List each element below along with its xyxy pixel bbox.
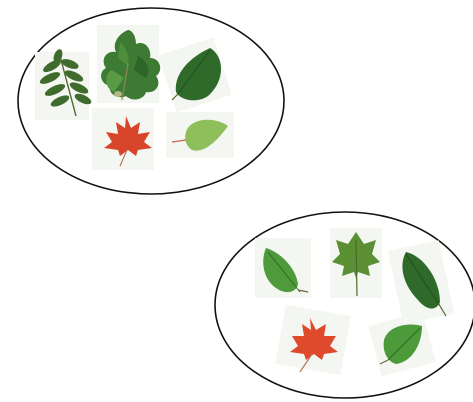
leaf-group-1 bbox=[18, 8, 284, 194]
leaf-group-2 bbox=[215, 212, 473, 398]
